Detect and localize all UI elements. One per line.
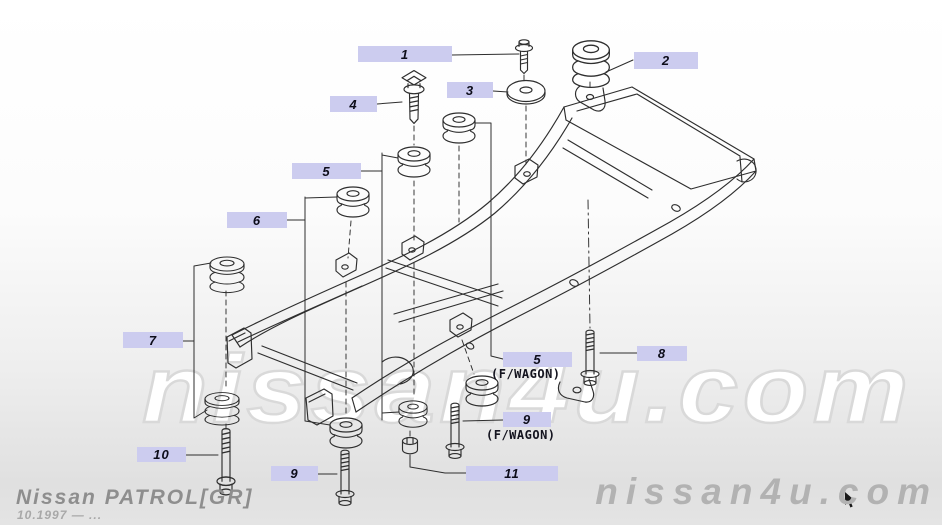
part-bolt-4: [401, 69, 427, 125]
callout-7[interactable]: 7: [123, 332, 183, 348]
callout-3[interactable]: 3: [447, 82, 493, 98]
part-washer-3: [506, 79, 546, 105]
callout-2[interactable]: 2: [634, 52, 698, 69]
part-bolt-1: [514, 39, 534, 75]
callout-5[interactable]: 5: [292, 163, 361, 179]
part-bolt-10: [216, 427, 236, 496]
mouse-pointer-icon: [845, 492, 855, 508]
site-watermark: nissan4u.com: [595, 471, 938, 512]
callout-leader-lines: [181, 53, 638, 475]
callout-4[interactable]: 4: [330, 96, 377, 112]
part-bushing-5c: [398, 400, 428, 428]
frame-drawing: [226, 85, 757, 426]
callout-9-wagon[interactable]: 9: [503, 412, 551, 427]
assembly-axis-dashdot: [587, 199, 591, 329]
part-bushing-5b: [397, 146, 431, 178]
model-period: 10.1997 — ...: [17, 508, 103, 522]
part-bushing-6b: [329, 417, 363, 449]
part-bolt-9: [335, 449, 355, 506]
model-title: Nissan PATROL[GR]: [16, 486, 254, 509]
callout-5-wagon-note: (F/WAGON): [491, 367, 561, 381]
part-mount-7b: [204, 392, 240, 426]
callout-8[interactable]: 8: [637, 346, 687, 361]
callout-11[interactable]: 11: [466, 466, 558, 481]
part-bolt-9-wagon: [445, 402, 465, 459]
callout-9[interactable]: 9: [271, 466, 318, 481]
callout-5-wagon[interactable]: 5: [503, 352, 572, 367]
part-bushing-6a: [336, 186, 370, 218]
assembly-axis-lines: [225, 74, 591, 438]
part-bolt-8: [580, 329, 600, 386]
part-bushing-5a: [442, 112, 476, 144]
part-clip-11: [401, 436, 419, 455]
callout-1[interactable]: 1: [358, 46, 452, 62]
callout-6[interactable]: 6: [227, 212, 287, 228]
part-mount-2: [571, 40, 611, 89]
part-mount-7a: [209, 256, 245, 294]
callout-9-wagon-note: (F/WAGON): [486, 428, 556, 442]
callout-10[interactable]: 10: [137, 447, 186, 462]
